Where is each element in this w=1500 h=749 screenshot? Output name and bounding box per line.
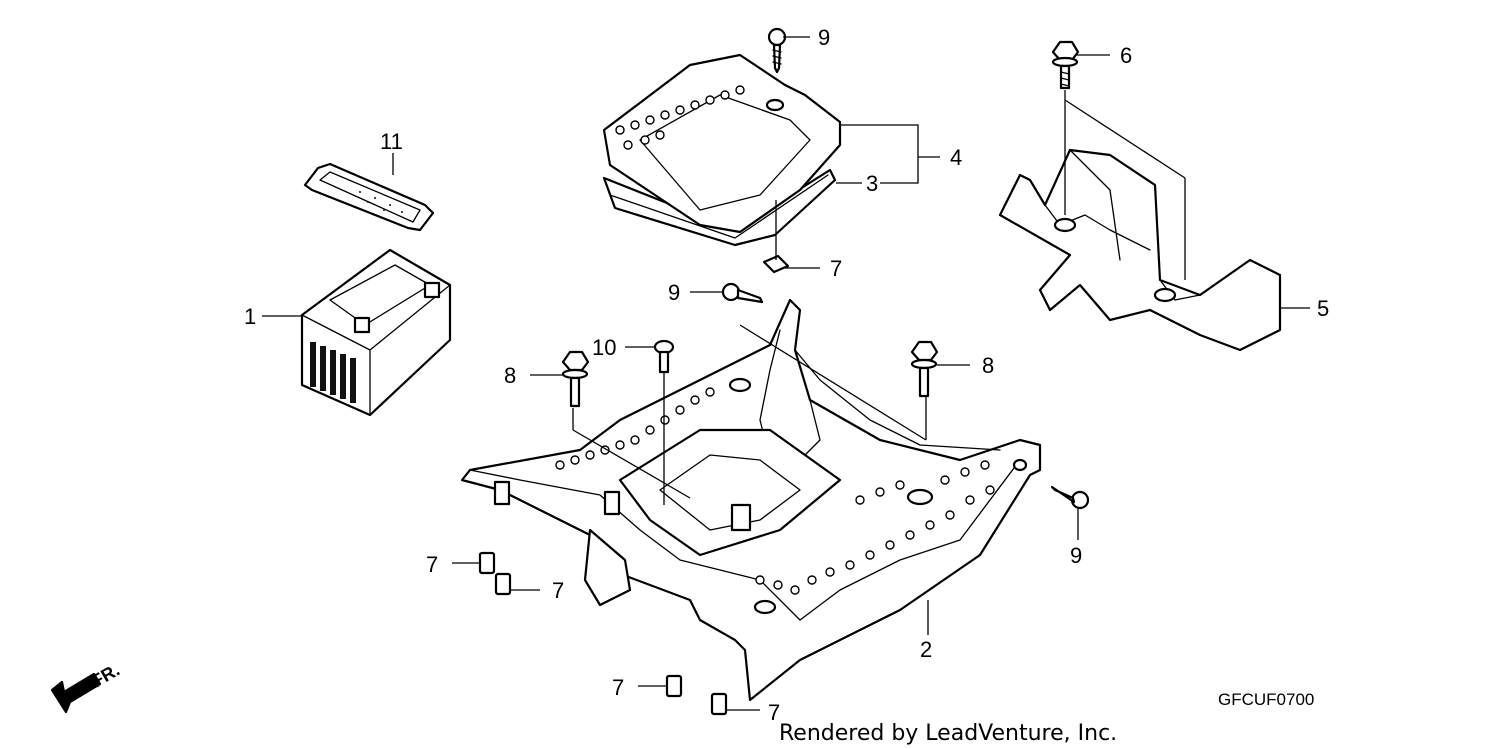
callout-7-bottom-right: 7 [768,700,780,725]
callout-6: 6 [1120,43,1132,68]
callout-5: 5 [1317,296,1329,321]
callout-9-middle: 9 [668,280,680,305]
callout-9-top: 9 [818,25,830,50]
callout-7-bottom-left: 7 [612,675,624,700]
floor-panel[interactable] [460,298,1042,702]
clip-nut-bottom-left[interactable] [665,674,683,698]
arrow-down-left-icon [50,672,102,714]
credit-text: Rendered by LeadVenture, Inc. [779,721,1117,746]
callout-7-left-lower: 7 [552,578,564,603]
battery[interactable] [300,248,452,417]
callout-8-left: 8 [504,363,516,388]
tapping-screw-top[interactable] [767,27,787,74]
tapping-screw-right[interactable] [1050,485,1090,510]
callout-9-right: 9 [1070,543,1082,568]
clip-nut-bottom-right[interactable] [710,692,728,716]
callout-11: 11 [380,129,403,154]
battery-band[interactable] [303,162,435,232]
callout-1: 1 [244,304,256,329]
callout-labels: 1 11 9 4 3 6 5 7 9 10 8 8 7 7 7 7 2 9 [244,25,1329,725]
battery-cover[interactable] [998,148,1282,352]
luggage-box-lid[interactable] [602,53,842,247]
pan-screw[interactable] [653,339,675,374]
callout-8-right: 8 [982,353,994,378]
callout-7-top: 7 [830,256,842,281]
clip-nut-top[interactable] [762,254,790,274]
front-direction-indicator: FR. [50,660,123,714]
callout-2: 2 [920,637,932,662]
callout-10: 10 [592,335,616,360]
leader-lines [262,36,1310,711]
flange-bolt-cover[interactable] [1051,40,1080,90]
tapping-screw-middle[interactable] [721,282,764,304]
clip-nut-left-upper[interactable] [478,551,496,575]
flange-bolt-left[interactable] [561,350,590,408]
callout-4: 4 [950,145,962,170]
diagram-code: GFCUF0700 [1218,690,1314,709]
callout-7-left-upper: 7 [426,552,438,577]
flange-bolt-right[interactable] [910,340,939,398]
clip-nut-left-lower[interactable] [494,572,512,596]
callout-3: 3 [866,171,878,196]
